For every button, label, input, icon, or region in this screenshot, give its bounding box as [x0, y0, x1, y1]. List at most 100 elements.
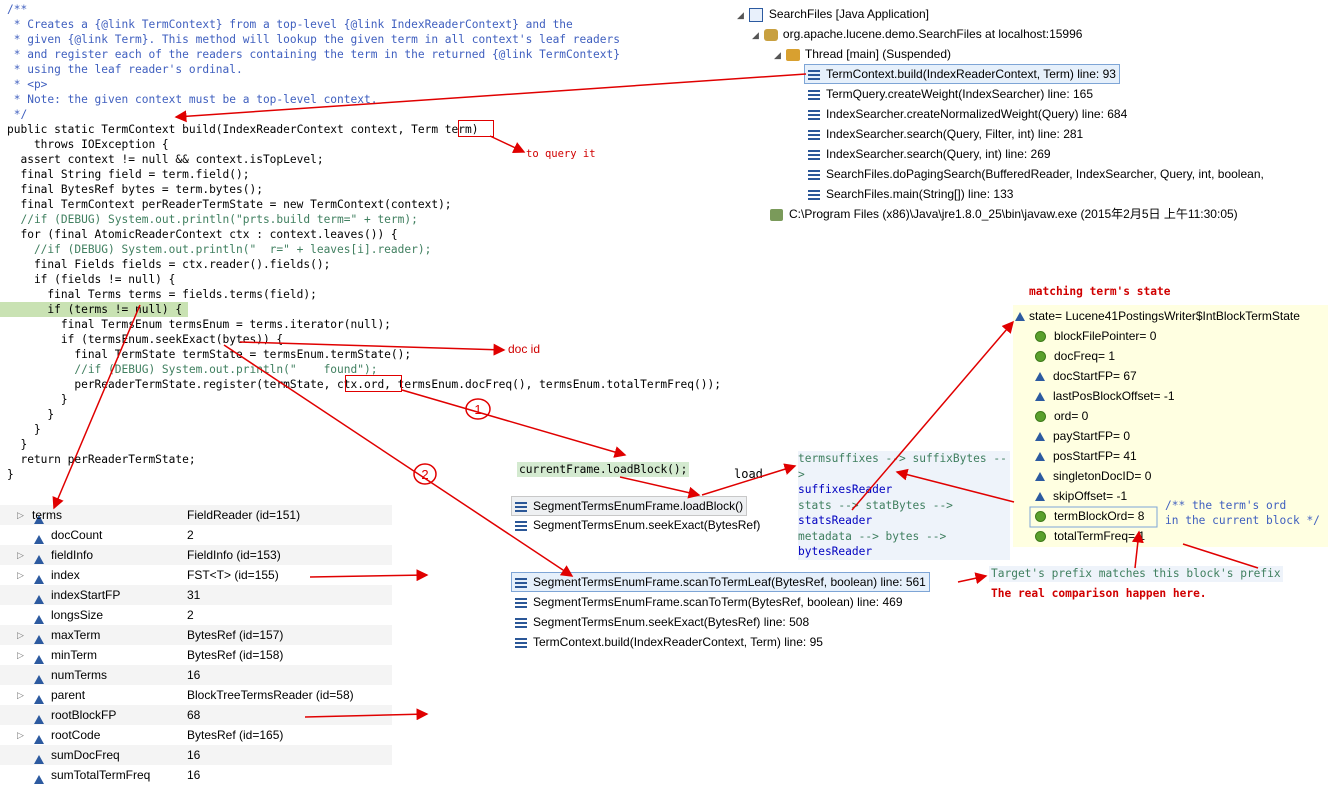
debug-target-icon	[763, 28, 778, 41]
variable-value: 68	[187, 708, 201, 722]
variable-row[interactable]: sumTotalTermFreq 16	[0, 765, 392, 785]
state-field[interactable]: totalTermFreq= 1	[1035, 526, 1145, 546]
debug-process-label: org.apache.lucene.demo.SearchFiles at lo…	[782, 27, 1083, 41]
code-editor[interactable]: /** * Creates a {@link TermContext} from…	[0, 0, 760, 490]
target-prefix-annotation: Target's prefix matches this block's pre…	[989, 566, 1283, 582]
expand-arrow-icon[interactable]: ▷	[17, 650, 24, 660]
stack-frame-label: IndexSearcher.search(Query, int) line: 2…	[826, 147, 1051, 161]
code-line: final String field = term.field();	[7, 168, 250, 181]
stack-frame[interactable]: IndexSearcher.createNormalizedWeight(Que…	[808, 104, 1127, 124]
stack-frame[interactable]: SegmentTermsEnum.seekExact(BytesRef) lin…	[515, 612, 809, 632]
code-line: final BytesRef bytes = term.bytes();	[7, 183, 263, 196]
stack-frame[interactable]: IndexSearcher.search(Query, int) line: 2…	[808, 144, 1051, 164]
expand-arrow-icon[interactable]: ▷	[17, 630, 24, 640]
variable-value: 16	[187, 748, 201, 762]
variable-value: FieldInfo (id=153)	[187, 548, 281, 562]
state-field[interactable]: payStartFP= 0	[1035, 426, 1130, 446]
state-field[interactable]: docFreq= 1	[1035, 346, 1115, 366]
ord-comment-line: /** the term's ord	[1165, 499, 1287, 512]
scan-frame-selected[interactable]: SegmentTermsEnumFrame.scanToTermLeaf(Byt…	[511, 572, 930, 592]
load-block-frame-selected[interactable]: SegmentTermsEnumFrame.loadBlock()	[511, 496, 748, 516]
state-field-label: ord= 0	[1054, 409, 1089, 423]
state-field[interactable]: docStartFP= 67	[1035, 366, 1137, 386]
state-field[interactable]: termBlockOrd= 8	[1035, 506, 1144, 526]
doc-id-annotation: doc id	[508, 342, 541, 356]
field-icon	[34, 709, 44, 729]
javaw-process-node[interactable]: C:\Program Files (x86)\Java\jre1.8.0_25\…	[770, 204, 1238, 224]
stack-frame[interactable]: IndexSearcher.search(Query, Filter, int)…	[808, 124, 1083, 144]
code-line: perReaderTermState.register(termState, c…	[7, 378, 721, 391]
state-field[interactable]: posStartFP= 41	[1035, 446, 1137, 466]
debug-thread-node[interactable]: ◢Thread [main] (Suspended)	[774, 44, 951, 64]
state-field[interactable]: lastPosBlockOffset= -1	[1035, 386, 1175, 406]
protected-field-icon	[1035, 452, 1045, 462]
field-icon	[34, 529, 44, 549]
protected-field-icon	[1035, 432, 1045, 442]
collapse-arrow-icon[interactable]: ◢	[752, 30, 759, 40]
state-header[interactable]: state= Lucene41PostingsWriter$IntBlockTe…	[1015, 306, 1300, 326]
debug-app-node[interactable]: ◢SearchFiles [Java Application]	[737, 4, 929, 24]
real-comparison-annotation: The real comparison happen here.	[991, 587, 1207, 600]
public-field-icon	[1035, 511, 1046, 523]
variable-name: parent	[51, 688, 86, 702]
expand-arrow-icon[interactable]: ▷	[17, 730, 24, 740]
protected-field-icon	[1035, 492, 1045, 502]
variable-value: BytesRef (id=165)	[187, 728, 284, 742]
collapse-arrow-icon[interactable]: ◢	[737, 10, 744, 20]
code-line: if (termsEnum.seekExact(bytes)) {	[7, 333, 284, 346]
variable-name: docCount	[51, 528, 103, 542]
stack-frame[interactable]: SegmentTermsEnumFrame.scanToTerm(BytesRe…	[515, 592, 903, 612]
protected-field-icon	[1035, 472, 1045, 482]
state-field[interactable]: singletonDocID= 0	[1035, 466, 1151, 486]
circle-1-label: 1	[474, 402, 481, 417]
expand-arrow-icon[interactable]: ▷	[17, 550, 24, 560]
stack-frame-label: IndexSearcher.search(Query, Filter, int)…	[826, 127, 1084, 141]
stack-frame[interactable]: SearchFiles.main(String[]) line: 133	[808, 184, 1013, 204]
field-icon	[34, 549, 44, 569]
debug-process-node[interactable]: ◢ org.apache.lucene.demo.SearchFiles at l…	[752, 24, 1082, 44]
field-icon	[34, 569, 44, 589]
state-field[interactable]: blockFilePointer= 0	[1035, 326, 1156, 346]
state-field[interactable]: ord= 0	[1035, 406, 1088, 426]
code-line: * and register each of the readers conta…	[7, 48, 620, 61]
term-state-panel[interactable]: state= Lucene41PostingsWriter$IntBlockTe…	[1013, 305, 1328, 547]
stack-frame-selected[interactable]: TermContext.build(IndexReaderContext, Te…	[804, 64, 1120, 84]
readers-note-line: metadata --> bytes -->	[798, 529, 947, 543]
expand-arrow-icon[interactable]: ▷	[17, 570, 24, 580]
state-field[interactable]: skipOffset= -1	[1035, 486, 1127, 506]
stack-frame[interactable]: SegmentTermsEnum.seekExact(BytesRef)	[515, 515, 760, 535]
collapse-arrow-icon[interactable]: ◢	[774, 50, 781, 60]
code-line: final TermState termState = termsEnum.te…	[7, 348, 412, 361]
stack-frame[interactable]: TermContext.build(IndexReaderContext, Te…	[515, 632, 823, 652]
code-line: * Creates a {@link TermContext} from a t…	[7, 18, 573, 31]
variable-name: sumTotalTermFreq	[51, 768, 151, 782]
variable-value: FST<T> (id=155)	[187, 568, 279, 582]
stack-frame[interactable]: SearchFiles.doPagingSearch(BufferedReade…	[808, 164, 1298, 184]
code-line: }	[7, 408, 55, 421]
stack-frame-label: TermContext.build(IndexReaderContext, Te…	[826, 67, 1116, 81]
javaw-process-label: C:\Program Files (x86)\Java\jre1.8.0_25\…	[789, 207, 1238, 221]
expand-arrow-icon[interactable]: ▷	[17, 510, 24, 520]
variable-value: 16	[187, 768, 201, 782]
expand-arrow-icon[interactable]: ▷	[17, 690, 24, 700]
stack-frame[interactable]: TermQuery.createWeight(IndexSearcher) li…	[808, 84, 1093, 104]
state-field-label: docFreq= 1	[1054, 349, 1116, 363]
stack-frame-icon	[808, 189, 820, 200]
process-icon	[770, 208, 783, 221]
code-line: if (fields != null) {	[7, 273, 176, 286]
variable-name: indexStartFP	[51, 588, 121, 602]
